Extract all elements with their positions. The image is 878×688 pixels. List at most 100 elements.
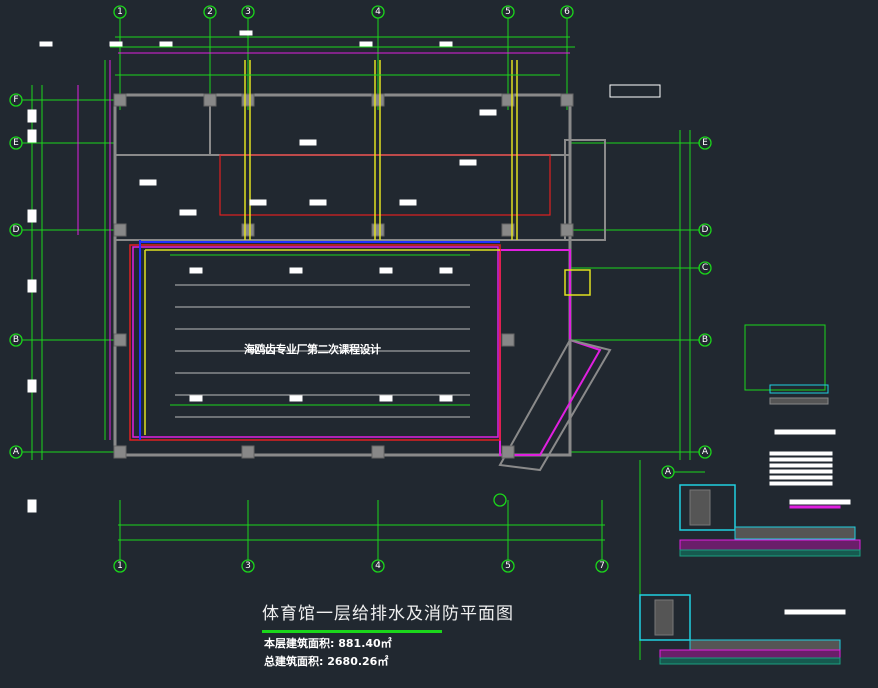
fixture-label — [289, 395, 303, 402]
room-label — [459, 159, 477, 166]
structural-column — [113, 333, 127, 347]
fixture-label — [379, 395, 393, 402]
structural-column — [241, 93, 255, 107]
fixture-label — [439, 395, 453, 402]
total-area-text: 总建筑面积: 2680.26㎡ — [264, 655, 389, 668]
structural-column — [501, 445, 515, 459]
grid-row-left-circle — [9, 333, 23, 347]
second-detail-slab — [689, 639, 841, 651]
note-text — [769, 475, 833, 480]
detail-section — [769, 384, 829, 394]
wall-footing-concrete — [689, 489, 711, 526]
dimension-text — [159, 41, 173, 47]
detail-underline — [789, 505, 841, 509]
note-text — [769, 463, 833, 468]
structural-column — [371, 445, 385, 459]
note-text — [769, 481, 833, 486]
dimension-text — [359, 41, 373, 47]
stair — [564, 139, 606, 241]
grid-col-top-circle — [241, 5, 255, 19]
grid-col-top-label: 1 — [117, 7, 123, 17]
structural-column — [203, 93, 217, 107]
upper-rooms — [209, 94, 571, 156]
second-detail-soil — [659, 649, 841, 659]
grid-col-top-circle — [501, 5, 515, 19]
grid-row-left-circle — [9, 445, 23, 459]
grid-row-right-label: E — [702, 138, 708, 148]
note-text — [769, 451, 833, 456]
grid-col-top-label: 3 — [245, 7, 251, 17]
grid-row-left-label: E — [13, 138, 19, 148]
grid-row-right-circle — [698, 136, 712, 150]
grid-col-top-circle — [371, 5, 385, 19]
fire-main-loop — [129, 244, 501, 441]
section-marker-circle — [493, 493, 507, 507]
dimension-text — [27, 209, 37, 223]
grid-row-left-label: F — [13, 95, 18, 105]
dimension-text — [27, 279, 37, 293]
grid-col-top-label: 5 — [505, 7, 511, 17]
diagonal-wall — [498, 338, 612, 472]
grid-col-top-label: 2 — [207, 7, 213, 17]
room-label — [309, 199, 327, 206]
grid-row-right-label: D — [702, 225, 709, 235]
grid-row-right-label: A — [702, 447, 709, 457]
structural-column — [371, 223, 385, 237]
floor-slab-detail — [734, 526, 856, 540]
grid-row-left-circle — [9, 93, 23, 107]
grid-row-right-label: B — [702, 335, 708, 345]
equipment-box — [564, 269, 591, 296]
grid-col-bottom-label: 3 — [245, 561, 251, 571]
wall-annex — [499, 249, 602, 456]
note-text — [769, 469, 833, 474]
structural-column — [501, 333, 515, 347]
grid-col-top-circle — [113, 5, 127, 19]
grid-row-right-label: C — [702, 263, 708, 273]
grid-col-bottom-circle — [595, 559, 609, 573]
structural-column — [501, 223, 515, 237]
second-detail — [639, 594, 691, 641]
grid-col-bottom-label: 5 — [505, 561, 511, 571]
grid-col-top-label: 4 — [375, 7, 381, 17]
grid-row-right-circle — [698, 445, 712, 459]
grid-col-top-circle — [560, 5, 574, 19]
grid-col-bottom-label: 4 — [375, 561, 381, 571]
room-label — [299, 139, 317, 146]
structural-column — [241, 223, 255, 237]
exterior-wall — [113, 93, 572, 457]
structural-column — [560, 93, 574, 107]
structural-column — [501, 93, 515, 107]
structural-column — [113, 445, 127, 459]
note-text — [769, 457, 833, 462]
room-label — [179, 209, 197, 216]
grid-row-left-label: D — [13, 225, 20, 235]
soil-layer — [679, 539, 861, 551]
fire-main-upper — [219, 154, 551, 216]
fixture-label — [379, 267, 393, 274]
dimension-text — [39, 41, 53, 47]
grid-row-right-circle — [698, 223, 712, 237]
grid-row-left-circle — [9, 136, 23, 150]
dimension-text — [109, 41, 123, 47]
grid-col-bottom-circle — [241, 559, 255, 573]
grid-row-left-circle — [9, 223, 23, 237]
legend-box — [609, 84, 661, 98]
title-underline — [262, 630, 442, 633]
grid-col-bottom-label: 1 — [117, 561, 123, 571]
structural-column — [371, 93, 385, 107]
structural-column — [113, 93, 127, 107]
fixture-label — [189, 267, 203, 274]
structural-column — [560, 223, 574, 237]
dimension-text — [27, 499, 37, 513]
wall-footing-detail — [679, 484, 736, 531]
detail-title — [784, 609, 846, 615]
dimension-text — [27, 109, 37, 123]
center-note: 海鸥齿专业厂第二次课程设计 — [244, 343, 381, 356]
detail-title — [774, 429, 836, 435]
grid-col-bottom-circle — [371, 559, 385, 573]
grid-col-bottom-label: 7 — [599, 561, 605, 571]
detail-marker-label: A — [665, 467, 672, 477]
gravel-layer — [679, 549, 861, 557]
grid-row-left-label: A — [13, 447, 20, 457]
